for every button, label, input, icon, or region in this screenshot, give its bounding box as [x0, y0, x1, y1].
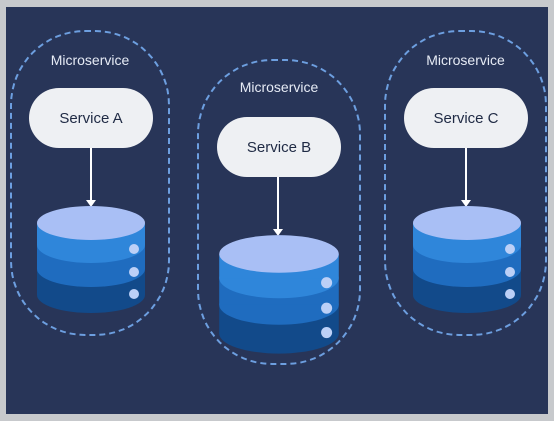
service-c-node: Service C [404, 88, 528, 148]
microservice-a-boundary: Microservice [10, 30, 170, 336]
service-a-node: Service A [29, 88, 153, 148]
arrow-icon [461, 148, 471, 207]
microservice-c-boundary: Microservice [384, 30, 547, 336]
arrow-icon [273, 177, 283, 236]
database-icon [413, 206, 521, 313]
microservice-label: Microservice [239, 79, 319, 95]
diagram-canvas: Microservice Service A Microservice Serv… [6, 7, 548, 414]
database-icon [37, 206, 145, 313]
microservice-label: Microservice [50, 52, 130, 68]
arrow-icon [86, 148, 96, 207]
database-icon [219, 235, 339, 354]
microservice-label: Microservice [426, 52, 505, 68]
service-b-node: Service B [217, 117, 341, 177]
microservice-b-boundary: Microservice [197, 59, 361, 365]
